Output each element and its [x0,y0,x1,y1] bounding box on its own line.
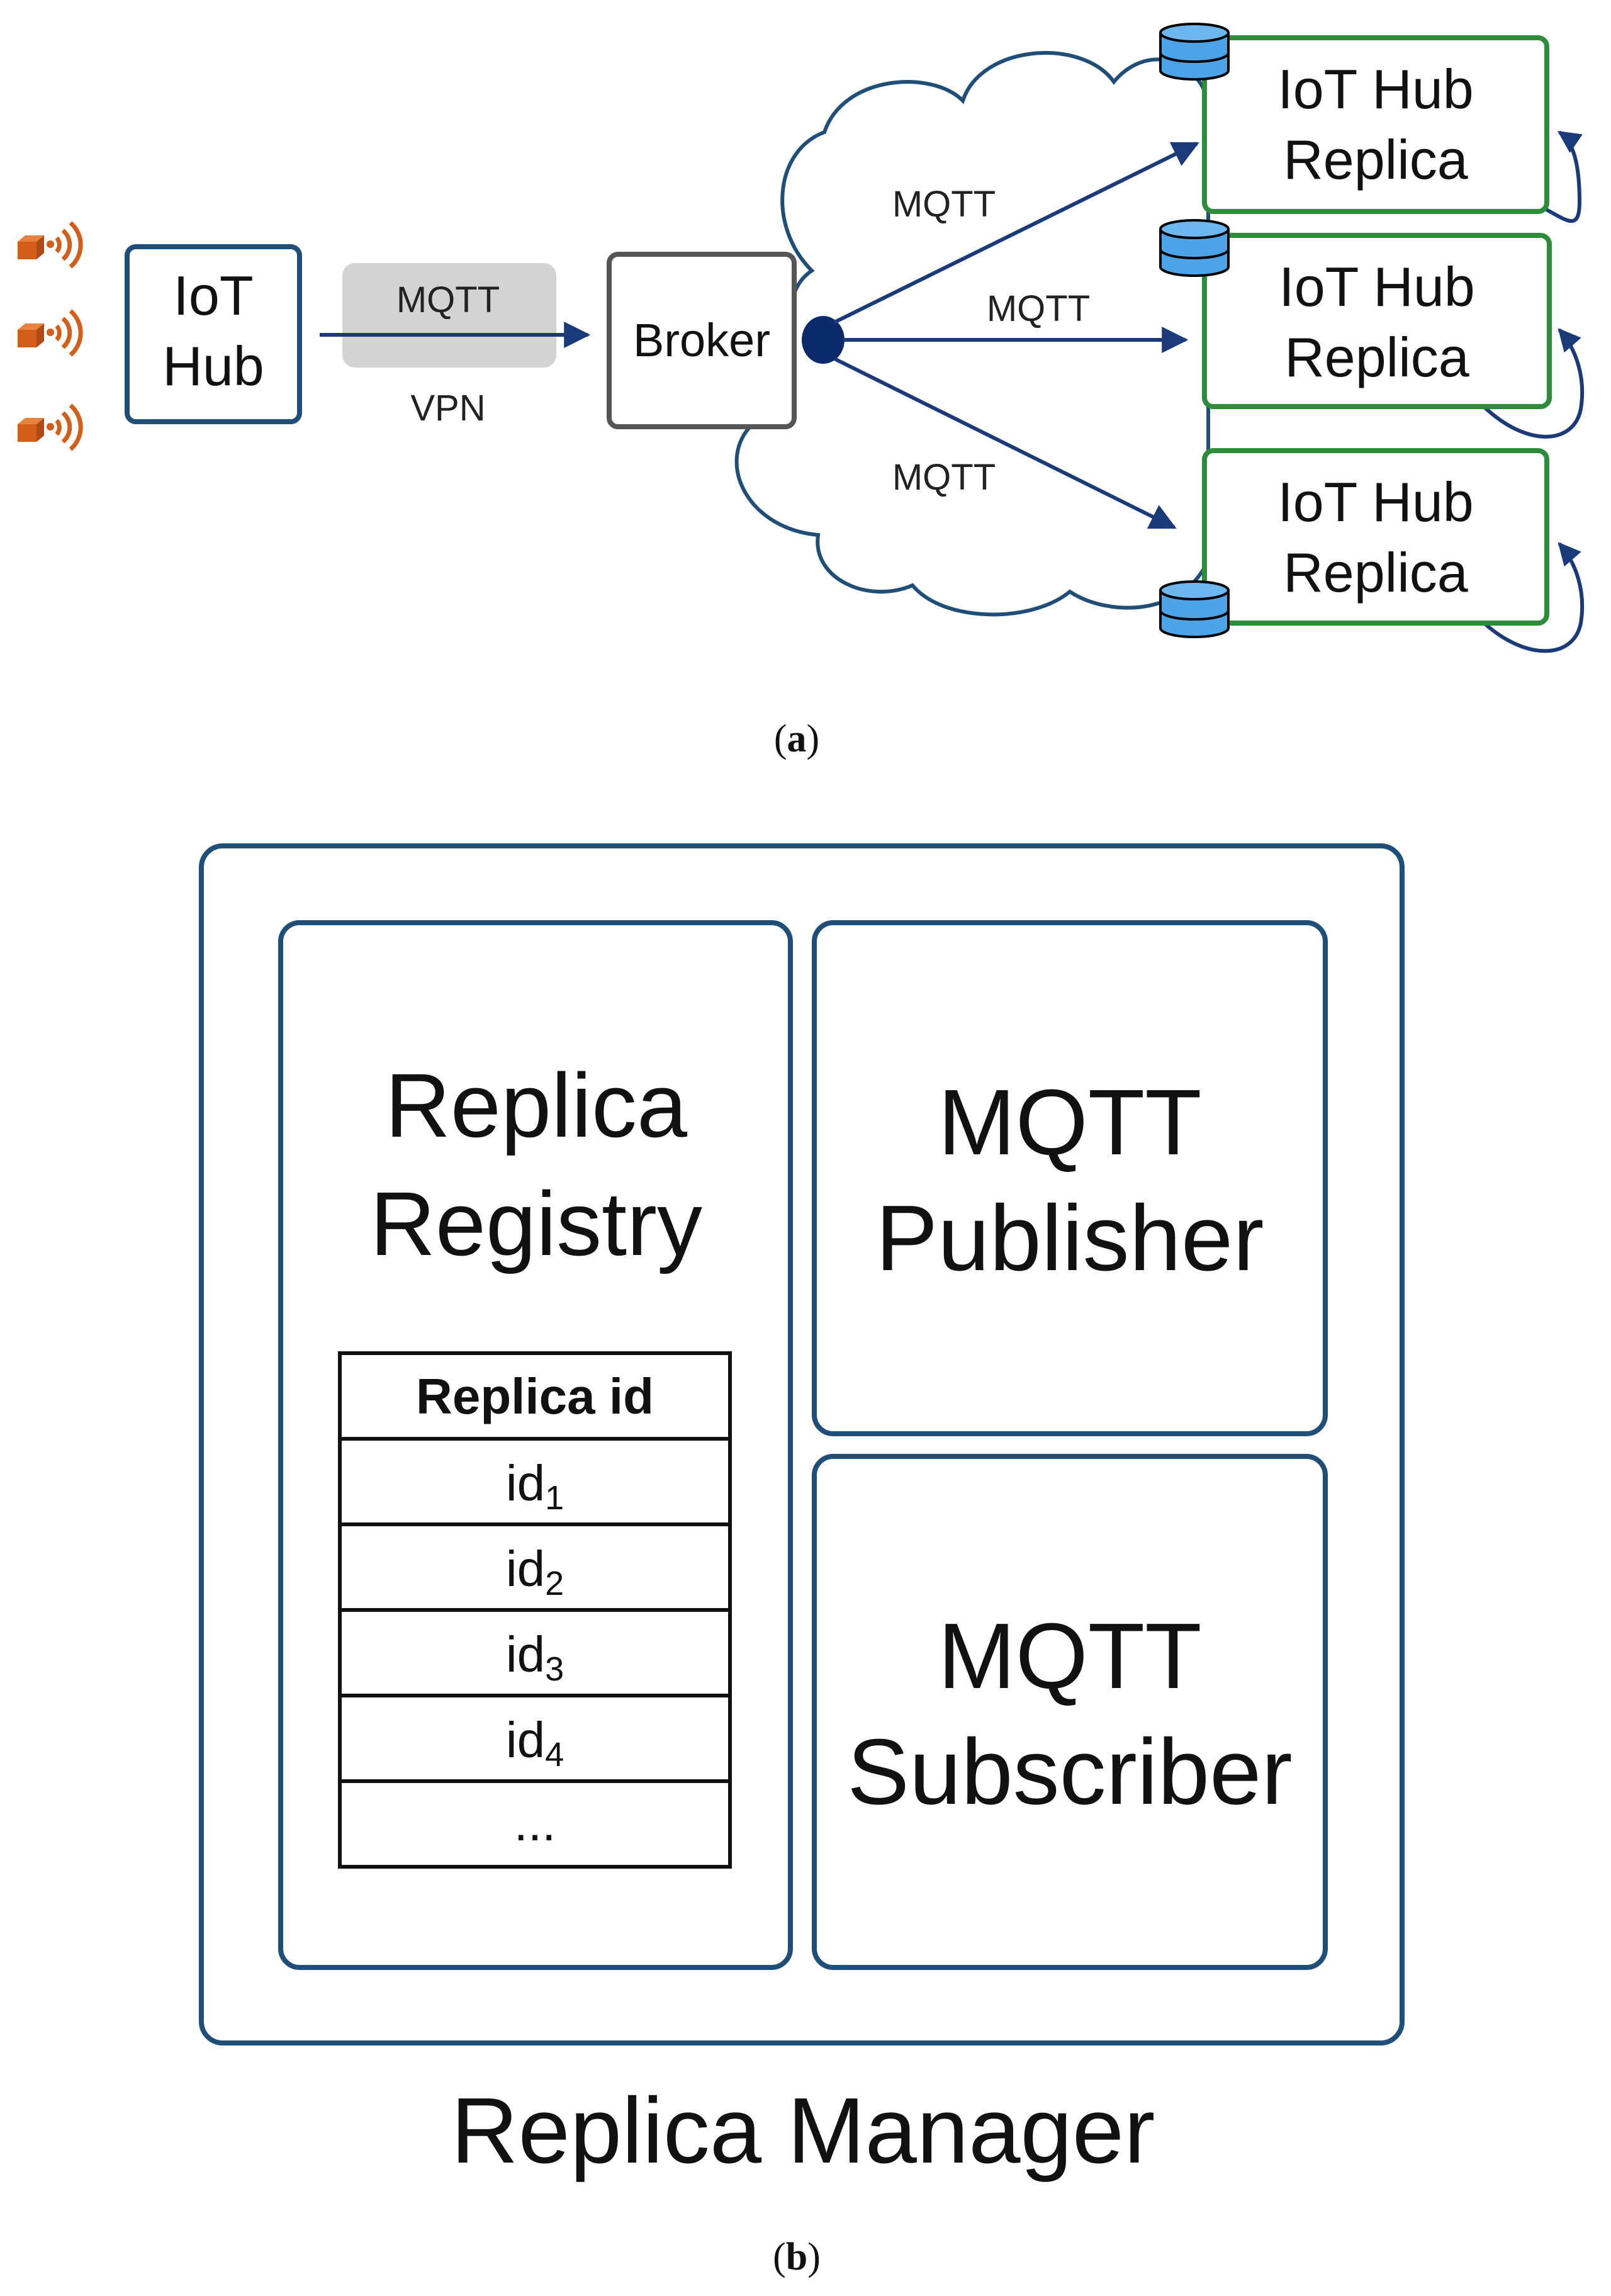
vpn-tunnel-shape [342,263,556,368]
replica-registry: Replica Registry Replica id id1 id2 id3 … [278,920,793,1970]
iot-hub-label-line2: Hub [162,335,264,397]
replica-3-label-line1: IoT Hub [1277,471,1473,533]
link-1-label: MQTT [892,184,996,225]
replica-3: IoT Hub Replica [1159,448,1585,653]
replica-1: IoT Hub Replica [1159,23,1583,223]
iot-hub: IoT Hub [125,244,302,424]
database-icon [1159,580,1230,638]
replica-2-self-loop [1478,328,1585,439]
iot-hub-box [125,244,302,424]
table-row [338,1608,732,1697]
replica-1-label-line2: Replica [1283,128,1468,191]
figure-b-caption-letter: b [786,2236,807,2278]
database-icon [1159,219,1230,277]
broker-label: Broker [633,314,770,366]
mqtt-publisher-box [812,920,1328,1436]
fanout-node [802,316,845,364]
replica-3-self-loop [1478,542,1585,653]
link-to-replica-3 [833,357,1177,529]
figure-a: IoT Hub MQTT VPN Broker MQTT MQTT MQTT [18,23,1585,760]
link-3-label: MQTT [892,457,996,498]
broker: Broker [607,252,797,429]
table-cell-id: id3 [506,1626,564,1688]
figure-b: Replica Registry Replica id id1 id2 id3 … [199,843,1405,2278]
replica-id-table: Replica id id1 id2 id3 id4 ... [338,1351,732,1869]
device-icon [18,311,81,355]
mqtt-subscriber-box [812,1454,1328,1970]
replica-3-box [1202,448,1549,626]
link-to-replica-1 [833,142,1199,324]
table-cell-id: id1 [506,1455,564,1517]
table-row [338,1522,732,1612]
device-icon [18,405,81,449]
table-cell-ellipsis: ... [514,1795,556,1851]
mqtt-publisher-line1: MQTT [938,1071,1201,1174]
replica-registry-title-line2: Registry [370,1173,702,1275]
replica-1-self-loop [1539,130,1583,223]
replica-3-label-line2: Replica [1283,541,1468,604]
iot-hub-label-line1: IoT [173,264,253,327]
replica-registry-title-line1: Replica [385,1055,688,1156]
table-row [338,1779,732,1869]
mqtt-subscriber-line2: Subscriber [847,1720,1292,1824]
broker-fanout: MQTT MQTT MQTT [802,142,1199,529]
vpn-protocol-label: MQTT [396,279,500,320]
table-row [338,1694,732,1783]
table-row [338,1437,732,1526]
iot-devices [18,223,81,449]
replica-1-label-line1: IoT Hub [1277,58,1473,120]
replica-manager-label: Replica Manager [451,2079,1155,2183]
figure-a-caption: (a) [774,718,819,760]
replica-2: IoT Hub Replica [1159,219,1585,439]
broker-box [607,252,797,429]
table-cell-id: id2 [506,1541,564,1602]
device-icon [18,223,81,267]
figure-b-caption: (b) [773,2236,821,2278]
mqtt-subscriber-line1: MQTT [938,1604,1201,1708]
replica-2-label-line2: Replica [1284,326,1469,388]
table-header-cell [338,1351,732,1441]
replica-2-label-line1: IoT Hub [1279,256,1474,318]
mqtt-subscriber: MQTT Subscriber [812,1454,1328,1970]
link-2-label: MQTT [987,288,1090,329]
replica-2-box [1202,233,1552,409]
mqtt-publisher: MQTT Publisher [812,920,1328,1436]
vpn-label: VPN [410,388,485,429]
replica-1-box [1202,35,1549,214]
vpn-tunnel: MQTT VPN [320,263,591,429]
table-header: Replica id [416,1368,654,1424]
mqtt-publisher-line2: Publisher [875,1186,1264,1290]
database-icon [1159,23,1230,81]
table-cell-id: id4 [506,1712,564,1774]
figure-a-caption-letter: a [787,718,807,760]
